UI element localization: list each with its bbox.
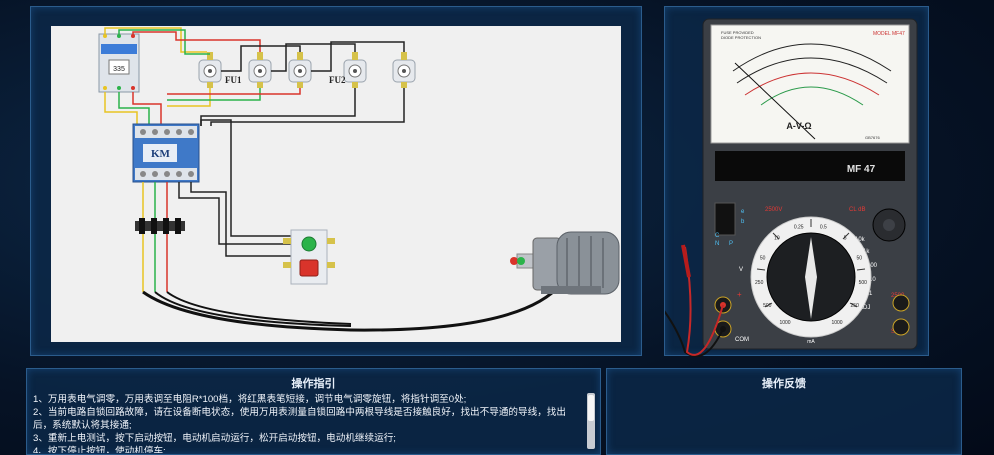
v-label: V: [739, 267, 743, 273]
b-label: b: [741, 219, 745, 225]
meter-face: [710, 24, 910, 144]
p-label: P: [729, 241, 733, 247]
dial-scale-label: 5: [844, 236, 847, 242]
guide-scrollbar-thumb[interactable]: [588, 395, 594, 421]
guide-title: 操作指引: [291, 378, 336, 390]
dial-scale-label: 0.5: [820, 225, 827, 231]
display-window: [715, 151, 905, 181]
dial-scale-label: 50: [760, 256, 766, 262]
fuse-5[interactable]: [392, 52, 416, 88]
display-label: MF 47: [847, 164, 876, 175]
dial-scale-ticks: [756, 219, 866, 308]
fuse-2[interactable]: [248, 52, 272, 88]
fu1-label: FU1: [225, 75, 242, 85]
plus-label: +: [737, 290, 742, 299]
dial-scale-label: 1000: [779, 320, 790, 326]
terminal-block[interactable]: [135, 218, 185, 234]
feedback-title: 操作反馈: [762, 378, 806, 390]
dcv-scale-arc: [736, 57, 888, 84]
wiring-middle: [142, 119, 299, 257]
fuse-1[interactable]: [198, 52, 222, 88]
fu2-label: FU2: [329, 75, 346, 85]
guide-step-3: 3、重新上电测试，按下启动按钮，电动机启动运行，松开启动按钮，电动机继续运行;: [33, 433, 396, 444]
circuit-diagram: 335: [98, 27, 620, 332]
meter-needle: [734, 62, 816, 140]
code-text: GB7676: [865, 135, 880, 140]
guide-scrollbar[interactable]: [587, 393, 595, 449]
dial-scale-label: 250: [755, 280, 764, 286]
contactor-km[interactable]: [132, 123, 200, 183]
fuse-3[interactable]: [288, 52, 312, 88]
c-label: C: [715, 233, 720, 239]
model-text: MODEL MF47: [873, 31, 905, 37]
red-probe-lead: [684, 246, 724, 356]
circuit-breaker[interactable]: 335: [98, 33, 140, 93]
fuse-4[interactable]: [343, 52, 367, 88]
adj-label: ADJ: [859, 305, 870, 311]
dial-scale-label: 50: [857, 256, 863, 262]
guide-steps: 1、万用表电气调零，万用表调至电阻R*100档，将红黑表笔短接，调节电气调零旋钮…: [33, 393, 581, 453]
dial-scale-label: 500: [763, 303, 772, 309]
circuit-panel: 335: [30, 6, 642, 356]
acv-label: 2500V: [765, 207, 782, 213]
svg-text:335: 335: [113, 66, 125, 73]
jack-s1[interactable]: [892, 318, 910, 336]
jack-2500v[interactable]: [892, 294, 910, 312]
multimeter-panel: FUSE PROVIDED DIODE PROTECTION MODEL MF4…: [629, 6, 929, 358]
cl-db-label: CL dB: [849, 207, 865, 213]
stop-button[interactable]: [299, 259, 319, 277]
circuit-board: 335: [51, 26, 621, 342]
diode-text: DIODE PROTECTION: [721, 35, 761, 40]
multimeter: FUSE PROVIDED DIODE PROTECTION MODEL MF4…: [629, 18, 918, 358]
guide-step-2: 2、当前电路自锁回路故障，请在设备断电状态，使用万用表测量自锁回路中两根导线是否…: [33, 407, 566, 431]
red-probe[interactable]: [681, 244, 691, 278]
com-label: COM: [735, 337, 749, 343]
dial-scale-label: 1000: [831, 320, 842, 326]
guide-panel: 操作指引 1、万用表电气调零，万用表调至电阻R*100档，将红黑表笔短接，调节电…: [26, 368, 601, 455]
dial-scale-label: 10: [774, 236, 780, 242]
e-label: e: [741, 209, 745, 215]
knob-pointer: [805, 237, 817, 319]
wiring-motor: [142, 234, 563, 332]
transistor-socket[interactable]: [714, 202, 736, 236]
n-label: N: [715, 241, 719, 247]
ma-label: mA: [807, 339, 815, 345]
dial-scale-label: 0.25: [794, 225, 804, 231]
fuse-text: FUSE PROVIDED: [721, 30, 754, 35]
feedback-panel: 操作反馈: [606, 368, 962, 455]
ohm-scale-arc: [732, 43, 892, 72]
dial-scale-label: 500: [859, 280, 868, 286]
guide-step-4: 4、按下停止按钮，使动机停车;: [33, 446, 166, 453]
wiring-top: [104, 27, 405, 126]
start-button[interactable]: [301, 236, 317, 252]
scale-label: A-V-Ω: [786, 121, 811, 131]
motor[interactable]: [510, 231, 620, 295]
guide-step-1: 1、万用表电气调零，万用表调至电阻R*100档，将红黑表笔短接，调节电气调零旋钮…: [33, 394, 467, 405]
km-label: KM: [151, 148, 170, 160]
dial-scale-label: 250: [851, 303, 860, 309]
